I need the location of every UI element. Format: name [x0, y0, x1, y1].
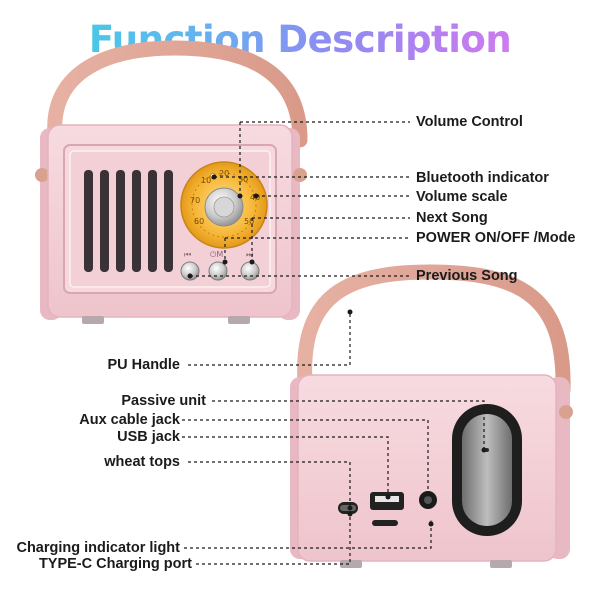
- power-mode-icon: ⏻M: [210, 250, 223, 259]
- dial-number: 60: [194, 217, 204, 226]
- label-aux-jack: Aux cable jack: [79, 412, 180, 428]
- next-song-button: [240, 261, 260, 281]
- label-volume-scale: Volume scale: [416, 189, 508, 205]
- back-callout-dots: [347, 309, 487, 527]
- label-power-mode: POWER ON/OFF /Mode: [416, 230, 576, 246]
- back-speaker: [290, 264, 573, 568]
- dial-number: 50: [244, 217, 254, 226]
- label-pu-handle: PU Handle: [107, 357, 180, 373]
- power-mode-button: [208, 261, 228, 281]
- label-previous-song: Previous Song: [416, 268, 518, 284]
- label-passive-unit: Passive unit: [121, 393, 206, 409]
- back-handle: [297, 264, 571, 398]
- label-usb-jack: USB jack: [117, 429, 180, 445]
- next-icon: ⏭: [246, 250, 253, 259]
- front-handle: [47, 40, 308, 148]
- front-callouts: [190, 121, 410, 277]
- label-typec-port: TYPE-C Charging port: [38, 556, 192, 572]
- front-speaker: 10 20 30 40 50 60 70 ⏮ ⏻M ⏭: [35, 40, 308, 324]
- dial-number: 10: [201, 176, 211, 185]
- label-volume-control: Volume Control: [416, 114, 523, 130]
- previous-song-button: [180, 261, 200, 281]
- dial-number: 20: [219, 169, 229, 178]
- back-callouts: [182, 312, 485, 565]
- dial-number: 30: [238, 175, 248, 184]
- prev-icon: ⏮: [184, 250, 191, 259]
- label-wheat-tops: wheat tops: [104, 454, 180, 470]
- label-charging-light: Charging indicator light: [16, 540, 180, 556]
- volume-dial: 10 20 30 40 50 60 70: [180, 161, 268, 249]
- tf-slot: [372, 520, 398, 526]
- front-callout-dots: [187, 174, 259, 279]
- button-icons: ⏮ ⏻M ⏭: [184, 250, 253, 259]
- label-next-song: Next Song: [416, 210, 488, 226]
- speaker-grille: [84, 170, 173, 272]
- dial-number: 70: [190, 196, 200, 205]
- label-bluetooth-indicator: Bluetooth indicator: [416, 170, 549, 186]
